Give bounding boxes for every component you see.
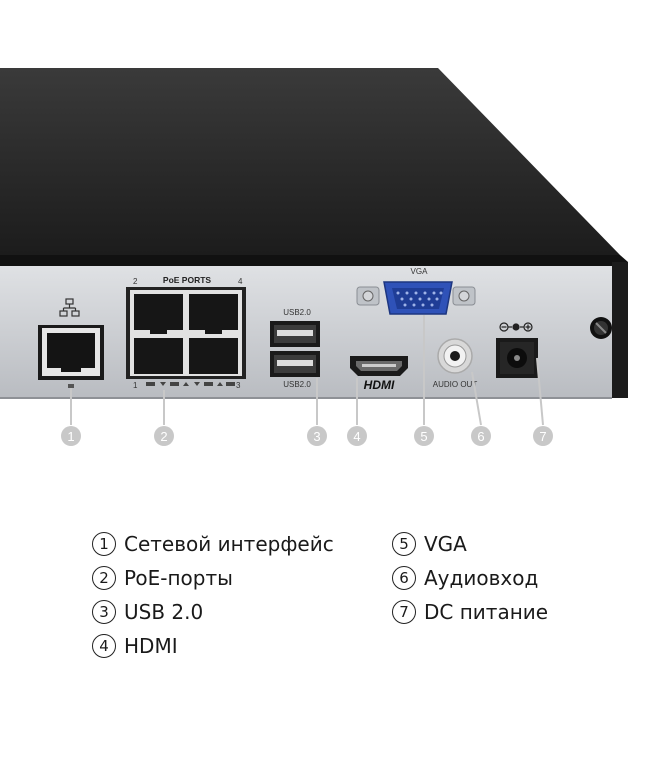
legend-item: 1 Сетевой интерфейс — [92, 527, 334, 561]
usb-top-label: USB2.0 — [283, 308, 311, 317]
legend-item: 4 HDMI — [92, 629, 334, 663]
chassis-side — [612, 262, 628, 398]
legend-item: 2 PoE-порты — [92, 561, 334, 595]
legend-text: Сетевой интерфейс — [124, 532, 334, 556]
legend-right: 5 VGA 6 Аудиовход 7 DC питание — [392, 527, 548, 629]
callout-2-number: 2 — [160, 429, 167, 444]
chassis-top — [0, 68, 620, 255]
legend-text: HDMI — [124, 634, 178, 658]
callout-2: 2 — [154, 426, 174, 446]
callout-4-number: 4 — [353, 429, 360, 444]
audio-out-label: AUDIO OUT — [433, 380, 478, 389]
legend-text: PoE-порты — [124, 566, 233, 590]
callout-6: 6 — [471, 426, 491, 446]
legend-number: 3 — [92, 600, 116, 624]
vga-port: VGA — [356, 267, 476, 315]
poe-ports-label: PoE PORTS — [163, 275, 212, 285]
callout-4: 4 — [347, 426, 367, 446]
lan-port — [38, 298, 104, 388]
legend-number: 5 — [392, 532, 416, 556]
legend-number: 1 — [92, 532, 116, 556]
callout-3-number: 3 — [313, 429, 320, 444]
legend-item: 7 DC питание — [392, 595, 548, 629]
poe-port-number-2: 2 — [133, 277, 138, 286]
callout-7: 7 — [533, 426, 553, 446]
legend-number: 6 — [392, 566, 416, 590]
legend-left: 1 Сетевой интерфейс 2 PoE-порты 3 USB 2.0 4… — [92, 527, 334, 663]
usb-bottom-label: USB2.0 — [283, 380, 311, 389]
poe-port-number-1: 1 — [133, 381, 138, 390]
vga-pins — [396, 291, 443, 307]
callout-5: 5 — [414, 426, 434, 446]
callout-6-number: 6 — [477, 429, 484, 444]
poe-led-indicators — [146, 382, 235, 386]
vga-screw-right — [452, 286, 476, 306]
dc-power-port — [496, 322, 538, 378]
hdmi-port: HDMI — [350, 356, 408, 392]
nvr-device-illustration: 2 PoE PORTS 4 1 3 USB2.0 USB2 — [0, 68, 628, 446]
audio-out-port: AUDIO OUT — [433, 338, 478, 389]
usb-ports: USB2.0 USB2.0 — [270, 308, 320, 389]
callout-3: 3 — [307, 426, 327, 446]
callout-7-number: 7 — [539, 429, 546, 444]
legend-text: Аудиовход — [424, 566, 539, 590]
hdmi-logo: HDMI — [364, 378, 395, 392]
chassis-rim — [0, 255, 628, 268]
legend-number: 4 — [92, 634, 116, 658]
poe-port-number-3: 3 — [236, 381, 241, 390]
poe-port-number-4: 4 — [238, 277, 243, 286]
legend-item: 5 VGA — [392, 527, 548, 561]
legend-text: VGA — [424, 532, 467, 556]
legend-item: 3 USB 2.0 — [92, 595, 334, 629]
legend-text: DC питание — [424, 600, 549, 624]
dc-polarity-icon — [499, 322, 533, 332]
vga-screw-left — [356, 286, 380, 306]
callout-1-number: 1 — [67, 429, 74, 444]
legend-item: 6 Аудиовход — [392, 561, 548, 595]
screw-icon — [590, 317, 612, 339]
legend-text: USB 2.0 — [124, 600, 204, 624]
poe-ports: 2 PoE PORTS 4 1 3 — [126, 275, 246, 390]
callout-5-number: 5 — [420, 429, 427, 444]
vga-label: VGA — [411, 267, 429, 276]
legend-number: 2 — [92, 566, 116, 590]
callout-1: 1 — [61, 426, 81, 446]
callout-markers: 1 2 3 4 5 6 7 — [61, 426, 553, 446]
network-icon — [59, 298, 80, 317]
callout-lines — [70, 315, 544, 426]
legend-number: 7 — [392, 600, 416, 624]
